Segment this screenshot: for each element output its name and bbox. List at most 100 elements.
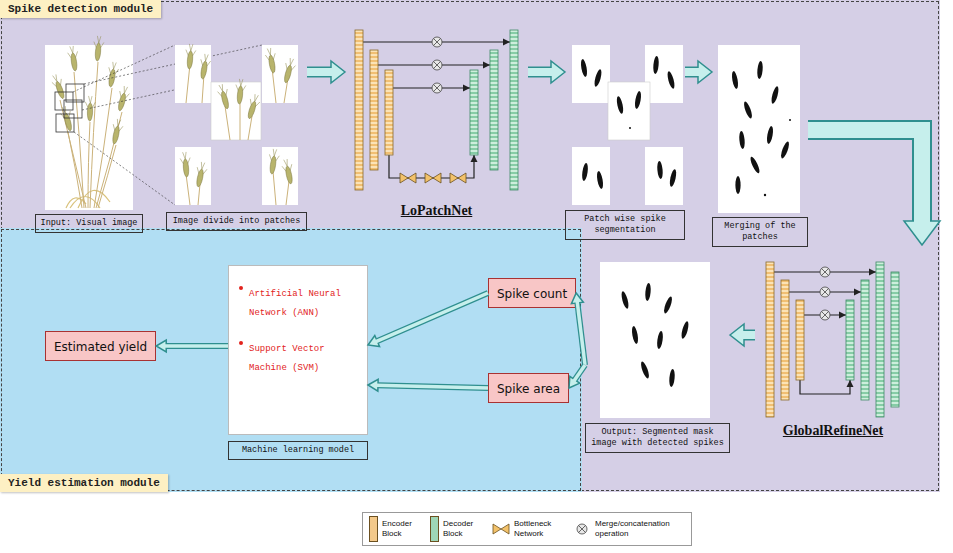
arrow-fill <box>376 385 488 388</box>
wheat-photo <box>98 145 116 208</box>
caption-text: Output: Segmented mask image with detect… <box>585 423 730 453</box>
patch-photos <box>186 64 204 103</box>
wheat-photo <box>66 84 84 102</box>
legend-symbol <box>493 524 509 534</box>
globalrefinenet-diagram <box>789 291 861 292</box>
wheat-photo <box>82 82 211 110</box>
merged-mask <box>742 101 753 120</box>
flow-arrow <box>528 61 565 83</box>
legend-item: Encoder Block <box>369 516 418 542</box>
merged-mask <box>757 61 764 79</box>
globalrefinenet-diagram <box>820 310 830 320</box>
output-mask <box>620 291 630 310</box>
merged-mask <box>779 141 790 160</box>
segmented-patches <box>596 171 604 190</box>
arrow-fill <box>574 365 585 381</box>
patch-photos <box>211 82 261 140</box>
legend-text: Bottleneck Network <box>514 519 560 538</box>
merged-mask <box>739 131 746 149</box>
arrow-outline <box>307 67 332 78</box>
patch-photos <box>175 45 211 103</box>
merged-mask <box>766 126 774 145</box>
image-panel: Output: Segmented mask image with detect… <box>585 262 730 453</box>
arrow-outline <box>808 130 922 222</box>
flow-arrow <box>307 61 345 83</box>
segmented-patches <box>669 169 678 188</box>
arrow-outline <box>528 67 552 78</box>
module-band: Input: Visual image Image divide into pat… <box>0 0 940 492</box>
arrow-head <box>368 336 380 347</box>
legend-swatch <box>430 516 439 542</box>
globalrefinenet-diagram <box>766 262 804 417</box>
segmented-patches <box>645 45 683 103</box>
arrow-fill <box>164 344 228 348</box>
lopatchnet-diagram <box>393 87 470 88</box>
patch-photos <box>273 171 289 205</box>
segmented-patches <box>657 161 664 179</box>
patch-photos <box>262 147 298 205</box>
arrow-head <box>569 376 580 388</box>
wheat-photo <box>59 105 75 132</box>
segmented-patches <box>572 147 610 205</box>
wheat-photo <box>67 45 80 71</box>
lopatchnet-diagram <box>355 30 518 190</box>
patch-photos <box>267 148 280 174</box>
caption-text: Machine learning model <box>228 441 368 460</box>
lopatchnet-diagram <box>378 64 490 65</box>
patch-photos <box>281 158 296 185</box>
patch-photos <box>193 161 208 188</box>
wheat-photo <box>88 122 90 208</box>
output-mask <box>669 369 676 387</box>
module-tag: Spike detection module <box>0 0 161 18</box>
flow-arrow <box>685 61 712 83</box>
globalrefinenet-diagram <box>820 287 830 297</box>
lopatchnet-diagram <box>400 173 416 183</box>
globalrefinenet-diagram <box>876 262 884 417</box>
patch-photos <box>234 79 246 105</box>
network-block: GlobalRefineNet <box>755 245 935 445</box>
arrow-outline <box>743 330 755 341</box>
output-mask <box>645 283 652 301</box>
lopatchnet-diagram <box>389 155 474 178</box>
flow-arrow <box>808 130 940 245</box>
image-panel: Image divide into patches <box>166 45 307 231</box>
globalrefinenet-diagram <box>820 267 830 277</box>
caption-text: Merging of the patches <box>712 217 808 247</box>
lopatchnet-diagram <box>470 70 478 155</box>
segmented-patches <box>593 69 603 88</box>
result-box: Spike area <box>488 373 569 403</box>
wheat-photo <box>64 100 82 118</box>
arrow-fill <box>742 331 755 339</box>
legend-swatch <box>369 516 378 542</box>
wheat-photo <box>74 132 175 205</box>
output-mask <box>656 331 664 350</box>
arrow-outline <box>376 293 488 341</box>
arrow-outline <box>377 385 488 388</box>
patch-photos <box>262 45 298 103</box>
globalrefinenet-diagram <box>861 280 869 400</box>
caption-text: Input: Visual image <box>35 214 143 233</box>
lopatchnet-diagram <box>363 42 510 178</box>
lopatchnet-diagram <box>510 30 518 190</box>
patch-photos <box>198 53 212 79</box>
arrow-head <box>698 61 712 83</box>
merged-mask <box>764 194 766 196</box>
network-name: LoPatchNet <box>345 203 528 219</box>
legend-item: Decoder Block <box>430 516 479 542</box>
flow-arrow <box>571 293 585 365</box>
arrow-head <box>551 61 565 83</box>
legend-symbol <box>572 522 592 536</box>
output-mask <box>662 296 673 315</box>
globalrefinenet-diagram <box>891 272 899 407</box>
wheat-photo <box>96 112 122 208</box>
legend-text: Decoder Block <box>443 519 479 538</box>
wheat-photo <box>90 62 98 208</box>
arrow-head <box>571 293 583 304</box>
lopatchnet-diagram <box>470 30 518 190</box>
legend-text: Merge/concatenation operation <box>595 519 685 538</box>
output-mask <box>600 262 710 418</box>
patch-photos <box>244 93 261 120</box>
wheat-photo <box>84 45 262 84</box>
segmented-patches <box>616 96 625 115</box>
lopatchnet-diagram <box>370 50 378 170</box>
